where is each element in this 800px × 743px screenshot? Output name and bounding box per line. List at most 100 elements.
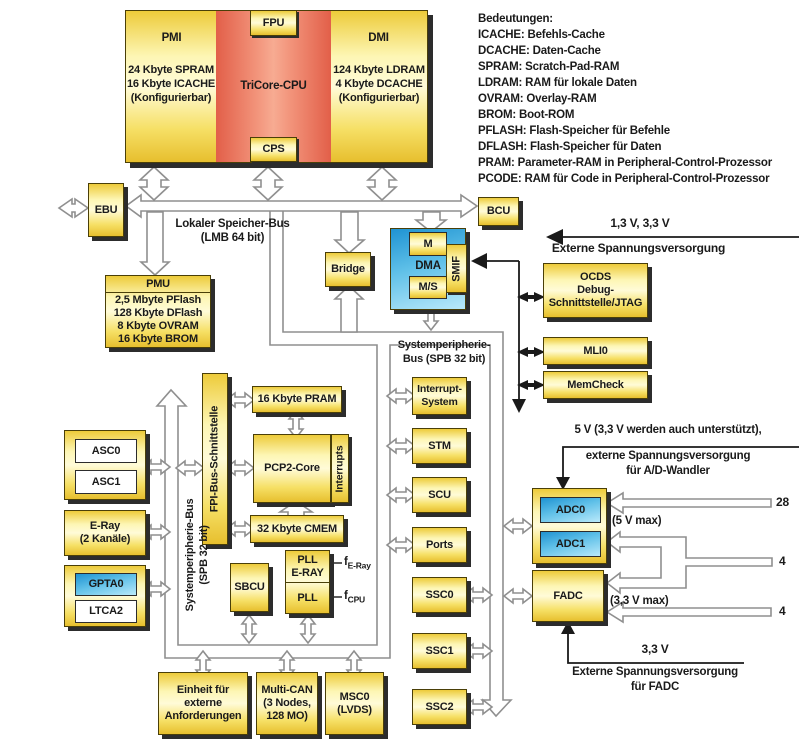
pmu-title: PMU xyxy=(106,278,210,293)
ssc1-bus-arrow xyxy=(463,643,493,659)
spb-bridge-arrow xyxy=(332,284,366,333)
asc1-box: ASC1 xyxy=(75,470,137,494)
mli-box: MLI0 xyxy=(543,337,648,365)
pmi-lmb-arrow xyxy=(137,165,171,202)
asc-container: ASC0 ASC1 xyxy=(64,430,146,500)
bridge-box: Bridge xyxy=(325,252,371,287)
bcu-box: BCU xyxy=(478,197,519,226)
fpi-pcp2-arrow xyxy=(225,460,255,476)
sbcu-bus-arrow xyxy=(241,614,257,644)
debug-down-arrowhead xyxy=(512,399,526,413)
scu-box: SCU xyxy=(412,477,467,513)
fadc-33v-max-label: (3,3 V max) xyxy=(610,595,669,607)
cps-box: CPS xyxy=(250,137,297,162)
spb-mid-label: Systemperipherie- Bus (SPB 32 bit) xyxy=(397,339,491,365)
pmi-title: PMI xyxy=(161,32,182,44)
stm-bus-arrow xyxy=(386,438,416,454)
adc0-channel-count: 28 xyxy=(776,495,789,509)
memcheck-box: MemCheck xyxy=(543,371,648,399)
gpta0-box: GPTA0 xyxy=(75,573,137,596)
adc-5v-max-label: (5 V max) xyxy=(612,515,662,527)
pcp2-interrupts-label: Interrupts xyxy=(333,444,346,493)
ltca2-box: LTCA2 xyxy=(75,600,137,623)
fadc-supply-line xyxy=(567,634,744,664)
legend-item: PCODE: RAM für Code in Peripheral-Contro… xyxy=(478,173,770,185)
sbcu-box: SBCU xyxy=(230,563,269,612)
f-eray-label: fE-Ray xyxy=(344,556,371,571)
fadc-channel-count: 4 xyxy=(779,604,786,618)
adc0-box: ADC0 xyxy=(540,497,601,523)
supply-top-volts: 1,3 V, 3,3 V xyxy=(610,216,670,230)
fadc-supply-label: Externe Spannungsversorgung für FADC xyxy=(572,666,738,693)
lmb-dma-arrow xyxy=(413,211,449,234)
lmb-bridge-arrow xyxy=(332,211,367,255)
externe-anforderungen-box: Einheit für externe Anforderungen xyxy=(158,672,248,735)
adc-supply-line xyxy=(562,446,799,477)
interrupt-bus-arrow xyxy=(386,388,416,404)
cpu-lmb-arrow xyxy=(251,165,285,202)
spb-left-label: Systemperipherie-Bus (SPB 32 bit) xyxy=(184,498,210,612)
supply-top-arrowhead xyxy=(546,229,563,245)
spb-bus-network xyxy=(155,209,513,718)
tricore-cpu-panel xyxy=(216,11,331,162)
ocds-box: OCDS Debug- Schnittstelle/JTAG xyxy=(543,263,648,318)
asc0-box: ASC0 xyxy=(75,439,137,463)
adc0-channels-arrow xyxy=(605,491,772,515)
legend-item: PRAM: Parameter-RAM in Peripheral-Contro… xyxy=(478,157,772,169)
interrupt-system-box: Interrupt- System xyxy=(412,377,467,415)
fpi-bus-arrow xyxy=(175,460,205,476)
adc1-fadc-fork-arrow xyxy=(605,530,773,595)
dma-ms-port: M/S xyxy=(409,276,447,299)
cmem-box: 32 Kbyte CMEM xyxy=(250,515,344,543)
legend-item: DFLASH: Flash-Speicher für Daten xyxy=(478,141,662,153)
multican-box: Multi-CAN (3 Nodes, 128 MO) xyxy=(256,672,318,735)
fpi-pram-arrow xyxy=(225,392,255,408)
ssc0-box: SSC0 xyxy=(412,577,467,613)
lmb-pmu-arrow xyxy=(138,211,172,277)
smif-box: SMIF xyxy=(446,244,467,293)
legend: Bedeutungen: ICACHE: Befehls-Cache DCACH… xyxy=(478,11,772,187)
eray-box: E-Ray (2 Kanäle) xyxy=(64,510,146,556)
dmi-title: DMI xyxy=(368,32,389,44)
supply-top-label: Externe Spannungsversorgung xyxy=(551,241,726,255)
pmu-detail: 2,5 Mbyte PFlash 128 Kbyte DFlash 8 Kbyt… xyxy=(113,294,203,345)
legend-item: BROM: Boot-ROM xyxy=(478,109,575,121)
adc1-box: ADC1 xyxy=(540,531,601,557)
dma-m-port: M xyxy=(409,232,447,256)
legend-title: Bedeutungen: xyxy=(478,13,553,25)
legend-item: PFLASH: Flash-Speicher für Befehle xyxy=(478,125,670,137)
pram-box: 16 Kbyte PRAM xyxy=(252,386,342,413)
legend-item: DCACHE: Daten-Cache xyxy=(478,45,601,57)
adc-bus-arrow xyxy=(503,518,533,534)
fadc-supply-volts: 3,3 V xyxy=(641,642,669,656)
dmi-detail: 124 Kbyte LDRAM 4 Kbyte DCACHE (Konfigur… xyxy=(333,64,425,104)
ebu-external-arrow xyxy=(57,197,90,219)
memcheck-arrow xyxy=(517,380,545,390)
adc-supply-label-top: 5 V (3,3 V werden auch unterstützt), xyxy=(574,424,762,436)
ssc2-box: SSC2 xyxy=(412,689,467,725)
smif-arrowhead xyxy=(471,253,487,269)
pmu-box: PMU 2,5 Mbyte PFlash 128 Kbyte DFlash 8 … xyxy=(105,275,211,348)
fpu-box: FPU xyxy=(250,10,297,36)
scu-bus-arrow xyxy=(386,487,416,503)
pmi-detail: 24 Kbyte SPRAM 16 Kbyte ICACHE (Konfigur… xyxy=(126,64,216,104)
dma-label: DMA xyxy=(415,260,441,272)
pcp2-interrupts-box: Interrupts xyxy=(331,434,349,503)
legend-item: LDRAM: RAM für lokale Daten xyxy=(478,77,637,89)
ocds-arrow xyxy=(517,292,545,302)
adc-supply-arrowhead xyxy=(556,477,570,490)
f-cpu-label: fCPU xyxy=(344,590,365,605)
msc0-box: MSC0 (LVDS) xyxy=(325,672,384,735)
pll-bus-arrow xyxy=(300,614,316,644)
mli-arrow xyxy=(517,347,545,357)
gpta-container: GPTA0 LTCA2 xyxy=(64,565,146,627)
debug-line xyxy=(487,260,520,399)
ports-box: Ports xyxy=(412,527,467,563)
dmi-lmb-arrow xyxy=(365,165,399,202)
legend-item: ICACHE: Befehls-Cache xyxy=(478,29,605,41)
pmi-panel xyxy=(126,11,216,162)
ssc1-box: SSC1 xyxy=(412,633,467,669)
pll-cpu-section: PLL xyxy=(297,591,318,604)
